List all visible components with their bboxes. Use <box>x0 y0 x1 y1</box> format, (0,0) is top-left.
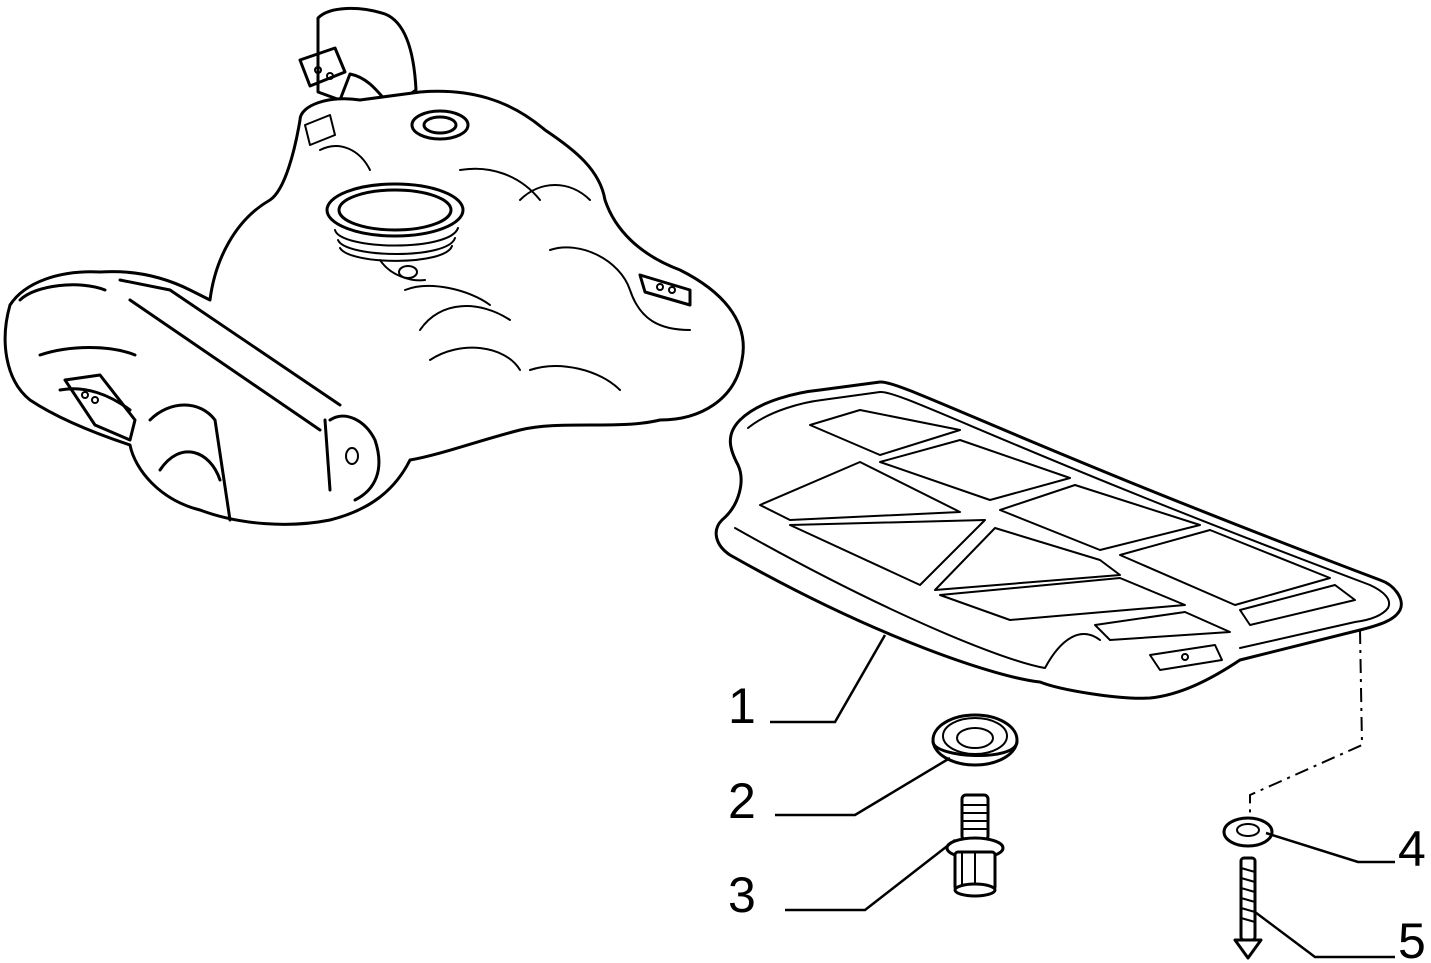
leader-lines <box>770 634 1395 959</box>
callout-3: 3 <box>728 867 756 923</box>
callout-2: 2 <box>728 773 756 829</box>
screw-drawing <box>1233 856 1263 960</box>
assembly-axis-line <box>1249 629 1364 815</box>
callout-4: 4 <box>1398 821 1426 877</box>
callout-1: 1 <box>728 678 756 734</box>
callout-5: 5 <box>1398 913 1426 963</box>
washer-drawing <box>1222 816 1274 848</box>
protective-shield-drawing <box>714 380 1403 700</box>
grommet-drawing <box>931 713 1019 767</box>
fuel-tank-drawing <box>3 6 745 526</box>
stud-bolt-drawing <box>945 793 1005 898</box>
